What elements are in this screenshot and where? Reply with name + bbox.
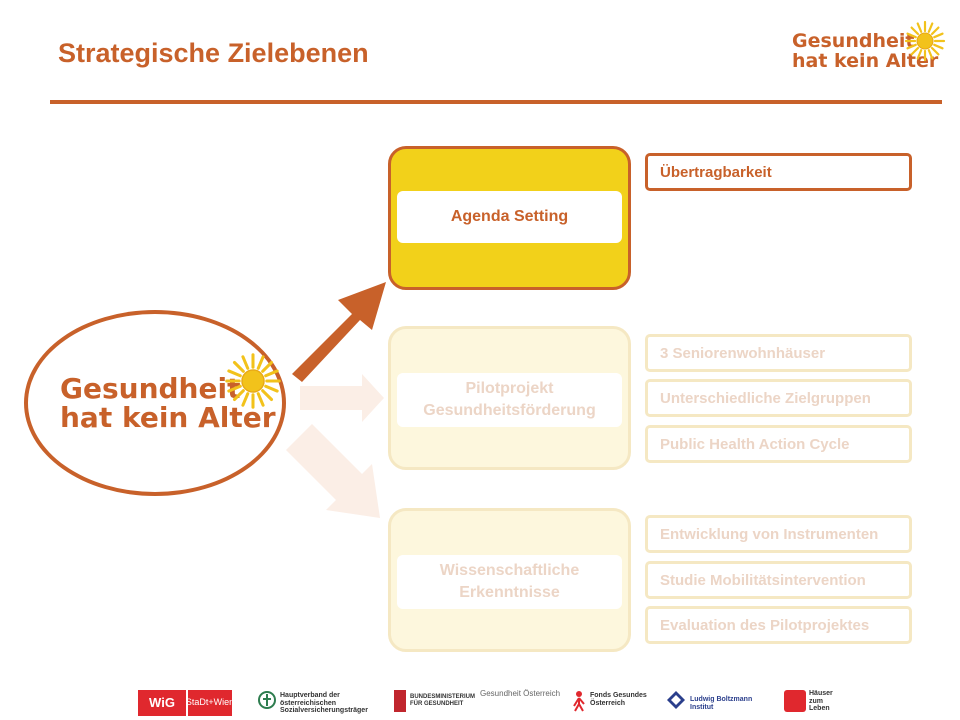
level-label: Wissenschaftliche Erkenntnisse — [397, 555, 622, 609]
footer-logos: WiG StaDt+Wien Hauptverband der österrei… — [138, 686, 838, 720]
haeuser-text: Häuser zum Leben — [809, 690, 833, 713]
hauptverband-icon — [258, 691, 276, 709]
logo-top-text: Gesundheit hat kein Alter — [792, 30, 939, 72]
level-box-pilotprojekt: Pilotprojekt Gesundheitsförderung — [388, 326, 631, 470]
center-logo-line2: hat kein Alter — [60, 401, 276, 435]
center-logo-line1: Gesundheit — [60, 372, 241, 405]
header-divider — [50, 100, 942, 104]
haeuser-icon — [784, 690, 806, 712]
level-item: Studie Mobilitätsintervention — [645, 561, 912, 599]
lbi-text: Ludwig Boltzmann Institut — [690, 696, 753, 711]
level-label-line1: Wissenschaftliche — [439, 562, 580, 580]
hauptverband-text: Hauptverband der österreichischen Sozial… — [280, 692, 368, 715]
level-item: Unterschiedliche Zielgruppen — [645, 379, 912, 417]
logo-goeg: Gesundheit Österreich — [480, 689, 561, 698]
logo-stadt-wien: StaDt+Wien — [186, 690, 234, 716]
bmg-flag-icon — [394, 690, 406, 712]
logo-top-line2: hat kein Alter — [792, 49, 939, 72]
level-item: Entwicklung von Instrumenten — [645, 515, 912, 553]
level-label: Pilotprojekt Gesundheitsförderung — [397, 373, 622, 427]
arrow-icon-to-level-1 — [292, 282, 386, 382]
level-item: Übertragbarkeit — [645, 153, 912, 191]
level-item: 3 Seniorenwohnhäuser — [645, 334, 912, 372]
center-logo: Gesundheit hat kein Alter — [24, 310, 286, 496]
level-box-wissenschaftliche-erkenntnisse: Wissenschaftliche Erkenntnisse — [388, 508, 631, 652]
fgoe-text: Fonds Gesundes Österreich — [590, 692, 647, 707]
page-title: Strategische Zielebenen — [58, 38, 369, 68]
center-logo-text: Gesundheit hat kein Alter — [60, 374, 276, 433]
level-label-line2: Erkenntnisse — [459, 584, 560, 601]
logo-top-line1: Gesundheit — [792, 30, 915, 52]
logo-wig: WiG — [138, 690, 186, 716]
level-box-agenda-setting: Agenda Setting — [388, 146, 631, 290]
fgoe-figure-icon — [573, 691, 585, 712]
logo-top: Gesundheit hat kein Alter — [792, 20, 952, 80]
level-label-line2: Gesundheitsförderung — [423, 402, 596, 419]
level-item: Public Health Action Cycle — [645, 425, 912, 463]
lbi-icon — [667, 691, 685, 709]
level-label: Agenda Setting — [397, 191, 622, 243]
level-label-line1: Pilotprojekt — [465, 380, 554, 398]
sun-icon — [904, 20, 946, 62]
level-item: Evaluation des Pilotprojektes — [645, 606, 912, 644]
sun-icon — [224, 352, 282, 410]
arrow-icon-to-level-2 — [300, 374, 384, 422]
bmg-text: BUNDESMINISTERIUM FÜR GESUNDHEIT — [410, 694, 476, 707]
arrow-icon-to-level-3 — [286, 424, 380, 518]
